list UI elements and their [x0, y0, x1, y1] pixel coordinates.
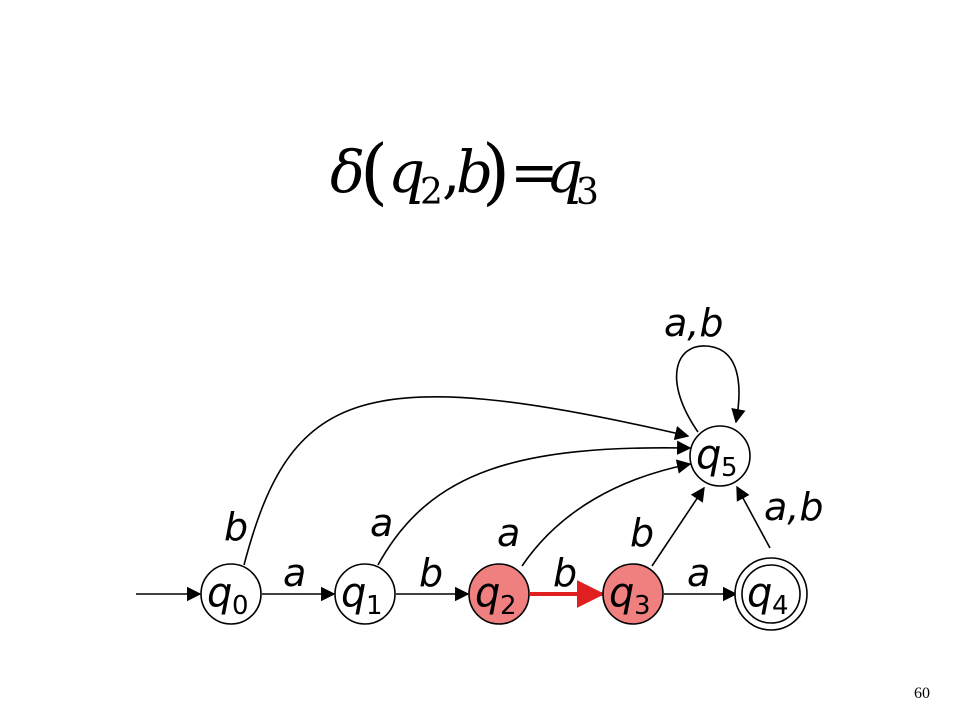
- formula-open-paren: (: [360, 129, 388, 213]
- label-q4-q5: a,b: [764, 485, 824, 529]
- state-q5-sub: 5: [721, 453, 738, 483]
- formula-close-paren: ): [482, 129, 510, 213]
- state-q3: q 3: [602, 563, 664, 625]
- transition-formula: δ ( q 2 , b ) = q 3: [330, 129, 599, 213]
- state-q5-circle: [689, 425, 751, 487]
- formula-symbol: b: [456, 138, 493, 206]
- formula-delta: δ: [330, 138, 365, 206]
- edge-q3-q5: [651, 486, 705, 567]
- state-q1-name: q: [341, 570, 366, 616]
- label-q2-q3: b: [553, 551, 577, 595]
- edge-q2-q5: [521, 459, 692, 567]
- state-q4-circle: [741, 564, 801, 624]
- label-q3-q5: b: [630, 511, 654, 555]
- state-q0: q 0: [200, 563, 262, 625]
- state-q0-sub: 0: [232, 591, 249, 621]
- edge-labels: a b b a b a a b a,b a,b: [224, 301, 824, 595]
- label-q0-q1: a: [283, 551, 306, 595]
- state-q0-name: q: [207, 570, 232, 616]
- state-q2: q 2: [468, 563, 530, 625]
- state-q1-sub: 1: [366, 591, 383, 621]
- label-q0-q5: b: [224, 505, 248, 549]
- state-q4: q 4: [734, 557, 808, 631]
- state-q3-name: q: [609, 570, 634, 616]
- page-number: 60: [914, 685, 930, 702]
- transitions: [136, 345, 771, 608]
- edge-q0-q5: [243, 396, 690, 566]
- edge-q5-loop: [675, 345, 746, 433]
- states: q 0 q 1 q 2 q 3 q 4 q 5: [200, 425, 808, 631]
- state-q4-sub: 4: [772, 591, 789, 621]
- edge-q1-q5: [377, 440, 692, 566]
- state-q1-circle: [334, 563, 396, 625]
- state-q2-name: q: [475, 570, 500, 616]
- state-q5: q 5: [689, 425, 751, 487]
- label-q2-q5: a: [497, 511, 520, 555]
- label-q1-q5: a: [370, 501, 393, 545]
- state-q0-circle: [200, 563, 262, 625]
- state-q3-sub: 3: [634, 591, 651, 621]
- formula-result-state: q: [546, 138, 583, 206]
- state-q1: q 1: [334, 563, 396, 625]
- formula-equals: =: [510, 138, 559, 206]
- formula-arg-state: q: [388, 138, 425, 206]
- state-q5-name: q: [696, 432, 721, 478]
- state-q3-circle: [602, 563, 664, 625]
- edge-q4-q5: [736, 485, 771, 549]
- state-q4-name: q: [747, 570, 772, 616]
- state-q2-sub: 2: [500, 591, 517, 621]
- state-q2-circle: [468, 563, 530, 625]
- formula-arg-state-sub: 2: [420, 172, 443, 213]
- formula-result-state-sub: 3: [576, 172, 599, 213]
- formula-comma: ,: [442, 138, 460, 206]
- label-q1-q2: b: [419, 551, 443, 595]
- label-q5-loop: a,b: [664, 301, 724, 345]
- label-q3-q4: a: [687, 551, 710, 595]
